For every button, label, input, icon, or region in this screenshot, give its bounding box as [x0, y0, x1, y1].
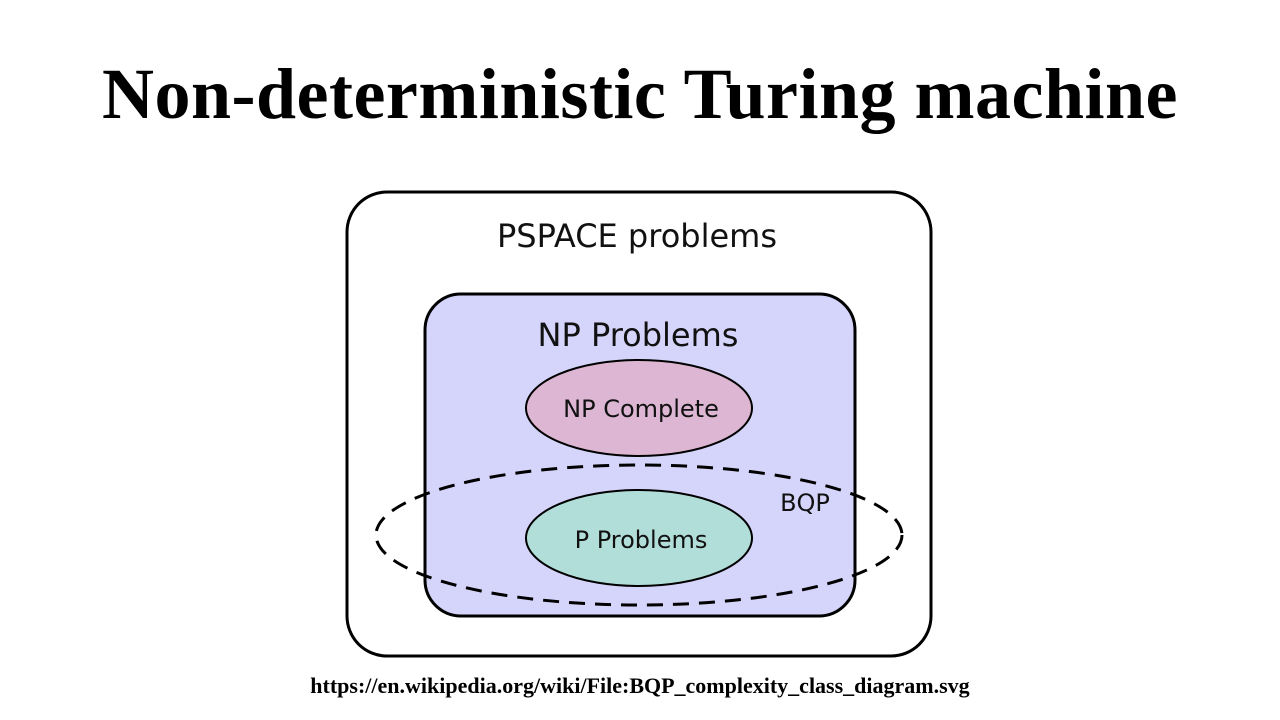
- source-url: https://en.wikipedia.org/wiki/File:BQP_c…: [310, 673, 970, 698]
- bqp-region: [374, 463, 904, 607]
- np-label: NP Problems: [538, 316, 739, 354]
- p-label: P Problems: [575, 526, 708, 554]
- page-title: Non-deterministic Turing machine: [101, 54, 1179, 134]
- np-complete-region: [525, 359, 753, 457]
- np-complete-label: NP Complete: [563, 395, 719, 423]
- p-region: [525, 489, 753, 587]
- bqp-label: BQP: [780, 489, 830, 517]
- pspace-label: PSPACE problems: [497, 217, 777, 255]
